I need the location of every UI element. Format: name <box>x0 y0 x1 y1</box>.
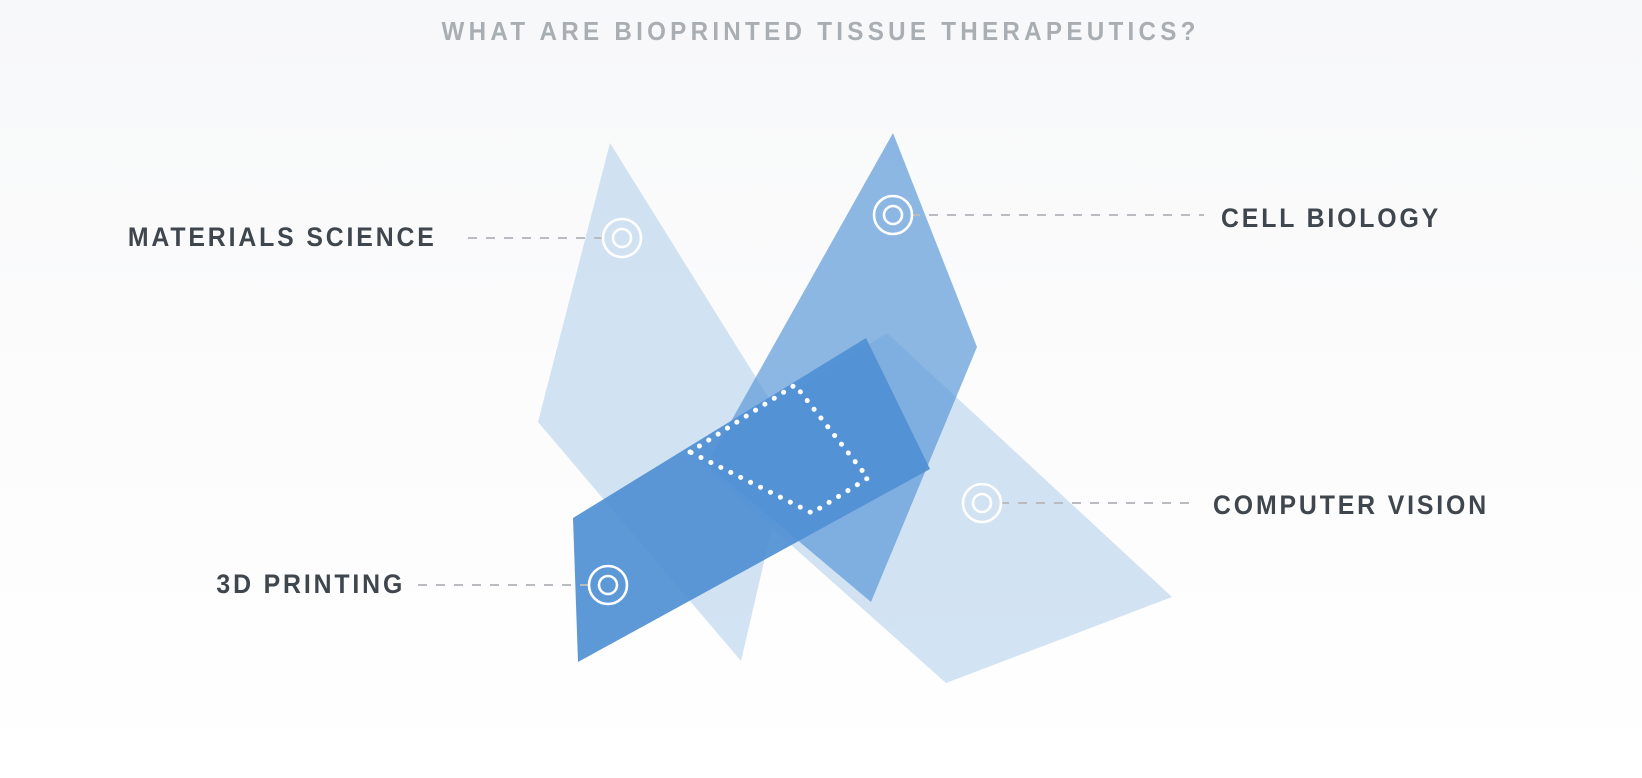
node-label-cell-biology[interactable]: CELL BIOLOGY <box>1221 203 1442 233</box>
page-title: WHAT ARE BIOPRINTED TISSUE THERAPEUTICS? <box>441 15 1201 46</box>
shape-layer <box>538 133 1172 683</box>
node-marker-computer-vision[interactable] <box>961 482 1003 524</box>
node-label-3d-printing[interactable]: 3D PRINTING <box>216 569 405 599</box>
node-label-materials-science[interactable]: MATERIALS SCIENCE <box>128 222 437 252</box>
node-marker-materials-science[interactable] <box>601 217 643 259</box>
marker-layer <box>587 194 1003 606</box>
node-marker-cell-biology[interactable] <box>872 194 914 236</box>
shape-3d-printing[interactable] <box>573 338 930 662</box>
intersection-outline <box>684 381 872 516</box>
page-header: WHAT ARE BIOPRINTED TISSUE THERAPEUTICS? <box>0 0 1642 62</box>
node-marker-3d-printing[interactable] <box>587 564 629 606</box>
leader-line-layer <box>418 214 1204 586</box>
node-label-computer-vision[interactable]: COMPUTER VISION <box>1213 490 1490 520</box>
